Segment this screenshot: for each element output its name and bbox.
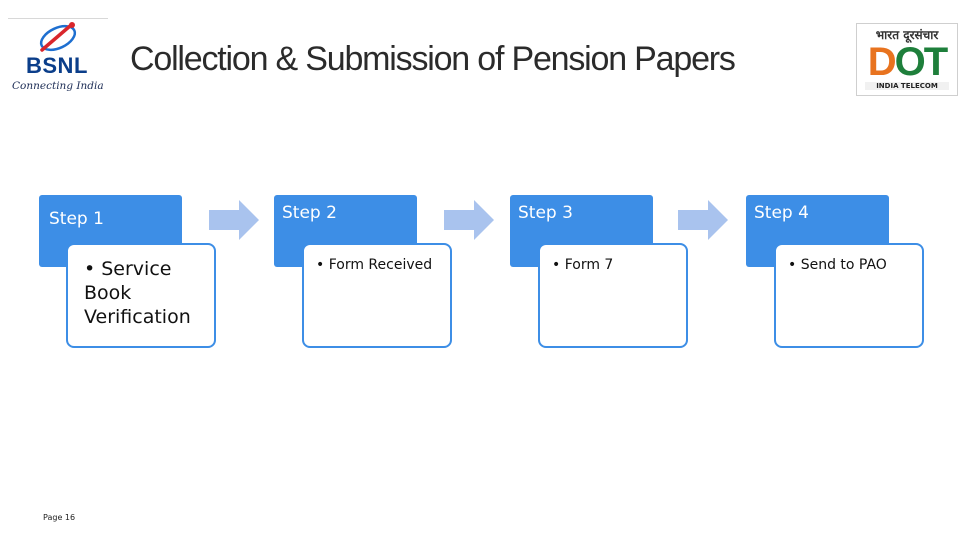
arrow-right-icon — [209, 200, 259, 240]
bsnl-swoosh-icon — [39, 22, 77, 52]
dot-subtitle: INDIA TELECOM — [865, 82, 949, 90]
dot-logo: भारत दूरसंचार DOT INDIA TELECOM — [856, 23, 958, 96]
step-3-label: Step 3 — [518, 203, 573, 223]
bsnl-wordmark: BSNL — [26, 53, 88, 78]
page-number: Page 16 — [43, 513, 76, 522]
step-4-label: Step 4 — [754, 203, 809, 223]
dot-hindi-text: भारत दूरसंचार — [875, 28, 939, 42]
step-4-body: • Send to PAO — [774, 243, 924, 348]
step-3-body: • Form 7 — [538, 243, 688, 348]
step-2-label: Step 2 — [282, 203, 337, 223]
arrow-right-icon — [444, 200, 494, 240]
step-1-label: Step 1 — [49, 209, 104, 229]
step-2-body: • Form Received — [302, 243, 452, 348]
arrow-right-icon — [678, 200, 728, 240]
bsnl-tagline: Connecting India — [12, 80, 104, 92]
dot-wordmark: DOT — [867, 40, 948, 84]
bsnl-logo: BSNL Connecting India — [8, 18, 108, 98]
step-1-body: • Service Book Verification — [66, 243, 216, 348]
slide-title: Collection & Submission of Pension Paper… — [130, 40, 736, 78]
